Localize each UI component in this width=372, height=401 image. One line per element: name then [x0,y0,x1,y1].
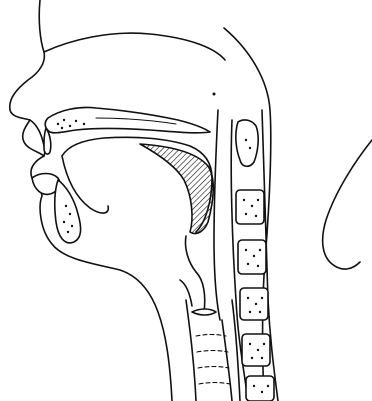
pharynx-posterior-wall [214,110,220,320]
vertebra-body [246,376,274,401]
mandible-symphysis [55,180,81,243]
vertebra-c1-c2 [236,120,258,166]
esophagus [232,300,240,401]
hard-palate [45,107,210,132]
vertebra-body [240,288,268,320]
landmark-dot [213,93,216,96]
vertebra-body [242,334,270,366]
face-profile [10,0,172,401]
vertebra-body [236,190,264,224]
trachea-posterior [222,320,232,401]
pharynx-anterior-wall [185,236,204,312]
skull-outline [44,33,225,60]
soft-palate-hatched [140,144,213,234]
vertebra-body [238,240,266,274]
nape-outline [323,140,372,269]
vocal-fold [192,309,216,315]
upper-lip [30,120,45,156]
trachea-anterior [186,300,196,401]
